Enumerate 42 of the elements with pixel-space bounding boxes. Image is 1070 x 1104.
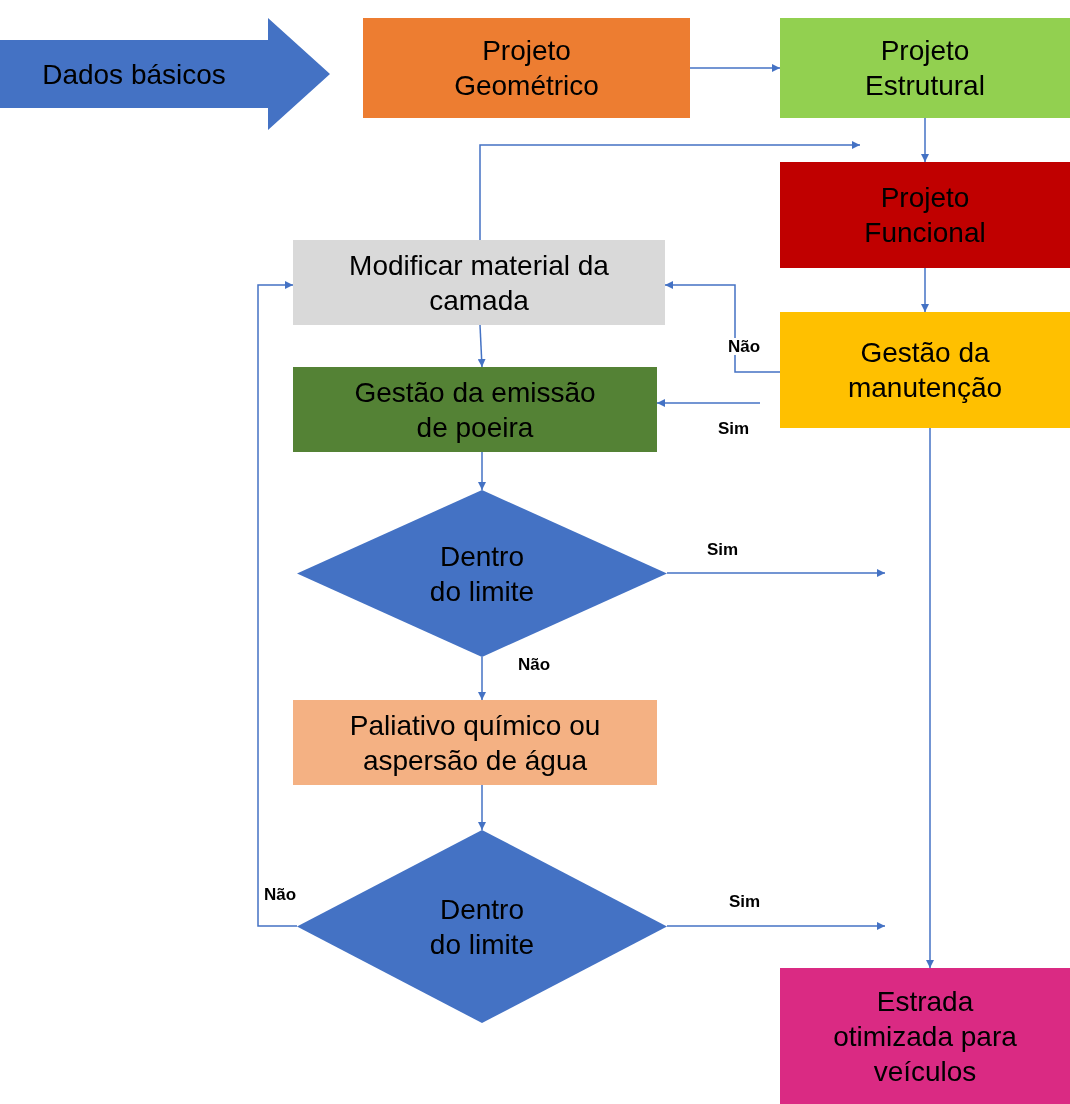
process-box [780,162,1070,268]
process-box [293,367,657,452]
node-label: Dentro do limite [428,892,536,962]
arrow [478,451,486,491]
decision-diamond [297,490,667,657]
edge-label: Sim [705,541,741,558]
process-box [363,18,690,118]
arrow [664,281,781,373]
node-label: Gestão da emissão de poeira [353,375,597,445]
edge-label: Sim [716,420,752,437]
process-box [780,18,1070,118]
node-label: Projeto Estrutural [864,34,986,103]
decision-diamond [297,830,667,1023]
arrow [921,267,929,313]
node-label: Gestão da manutenção [846,336,1004,405]
node-label: Estrada otimizada para veículos [832,984,1018,1089]
process-box [780,312,1070,428]
node-label: Paliativo químico ou aspersão de água [348,708,602,778]
arrow [666,569,886,577]
node-label: Modificar material da camada [348,248,610,318]
edge-label: Não [516,656,553,673]
node-label: Projeto Funcional [863,181,987,250]
arrow [926,427,934,969]
process-box [293,240,665,325]
edge-label: Não [262,886,299,903]
arrow [656,399,761,407]
arrow [477,324,486,368]
arrow [478,784,486,831]
edge-label: Sim [727,893,763,910]
arrow [666,922,886,930]
node-label: Dados básicos [41,57,227,92]
arrow [921,117,929,163]
input-arrow [0,18,330,130]
arrow [479,141,861,241]
process-box [293,700,657,785]
node-label: Projeto Geométrico [453,34,600,103]
process-box [780,968,1070,1104]
arrow [478,656,486,701]
arrow [257,281,298,927]
edge-label: Não [726,338,763,355]
arrow [689,64,781,72]
node-label: Dentro do limite [428,539,536,609]
